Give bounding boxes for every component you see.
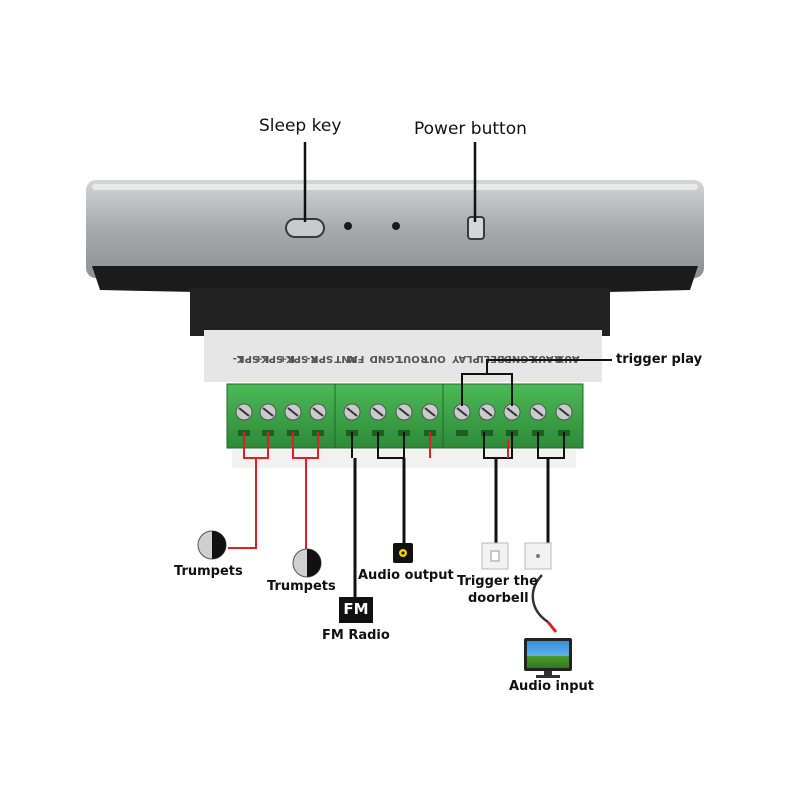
terminal-label-text: SPK — [310, 353, 334, 364]
terminal-label-text: AUX — [556, 353, 580, 364]
power-button-label: Power button — [414, 119, 527, 139]
terminal-screw — [503, 403, 521, 421]
trigger-doorbell-label-line1: Trigger the — [457, 574, 538, 589]
terminal-label-text: OUT — [396, 353, 420, 364]
terminal-screw — [453, 403, 471, 421]
indicator-hole — [392, 222, 400, 230]
terminal-screw — [478, 403, 496, 421]
terminal-label-text: R- — [306, 353, 318, 364]
terminal-label-text: SPK — [285, 353, 309, 364]
audio-jack-icon — [393, 543, 413, 563]
terminal-label-housing — [204, 330, 602, 382]
wires — [228, 432, 565, 600]
terminal-screw — [555, 403, 573, 421]
terminal-label-text: R — [554, 353, 562, 364]
wall-switch-icon — [481, 542, 509, 570]
trigger-play-bracket — [461, 359, 612, 406]
fm-badge — [339, 597, 373, 623]
panel-top-highlight — [92, 184, 698, 190]
trumpets-label-1: Trumpets — [174, 564, 243, 579]
terminal-label-text: R+ — [279, 353, 295, 364]
terminal-label-text: L- — [233, 353, 244, 364]
terminal-label-text: ANT — [334, 353, 357, 364]
trigger-play-label: trigger play — [616, 352, 703, 367]
terminal-label-text: SPK — [260, 353, 284, 364]
sleep-key-label: Sleep key — [259, 116, 342, 136]
terminal-screw — [395, 403, 413, 421]
wall-switch-icon — [524, 542, 552, 570]
terminal-screw — [259, 403, 277, 421]
terminal-screw — [309, 403, 327, 421]
terminal-label-text: GND — [370, 353, 395, 364]
terminal-label-text: L — [528, 353, 535, 364]
panel-dark-strip — [190, 288, 610, 336]
speaker-icon — [292, 548, 322, 578]
terminal-label-text: PLAY — [451, 353, 479, 364]
panel-device — [86, 180, 704, 336]
trigger-doorbell-label-line2: doorbell — [468, 591, 529, 606]
terminal-screw — [529, 403, 547, 421]
terminal-screw — [235, 403, 253, 421]
audio-output-label: Audio output — [358, 568, 454, 583]
trumpets-label-2: Trumpets — [267, 579, 336, 594]
fm-radio-label: FM Radio — [322, 628, 390, 643]
terminal-label-text: FM — [348, 353, 365, 364]
terminal-label-text: L+ — [255, 353, 270, 364]
indicator-hole — [344, 222, 352, 230]
terminal-screw — [284, 403, 302, 421]
terminal-label-text: GND — [504, 353, 529, 364]
fm-badge-text: FM — [343, 600, 369, 618]
terminal-label-text: SPK — [236, 353, 260, 364]
monitor-icon — [524, 638, 572, 678]
terminal-label-text: OUT — [422, 353, 446, 364]
terminal-label-text: BELL — [477, 353, 505, 364]
terminal-screw — [369, 403, 387, 421]
terminal-screw — [421, 403, 439, 421]
terminal-wire-slot — [481, 430, 493, 436]
audio-input-label: Audio input — [509, 679, 595, 694]
terminal-label-text: L — [394, 353, 401, 364]
terminal-screw — [343, 403, 361, 421]
speaker-icon — [197, 530, 227, 560]
terminal-wire-slot — [456, 430, 468, 436]
terminal-label-text: R — [420, 353, 428, 364]
terminal-label-text: AUX — [530, 353, 554, 364]
rca-cable — [531, 574, 558, 633]
